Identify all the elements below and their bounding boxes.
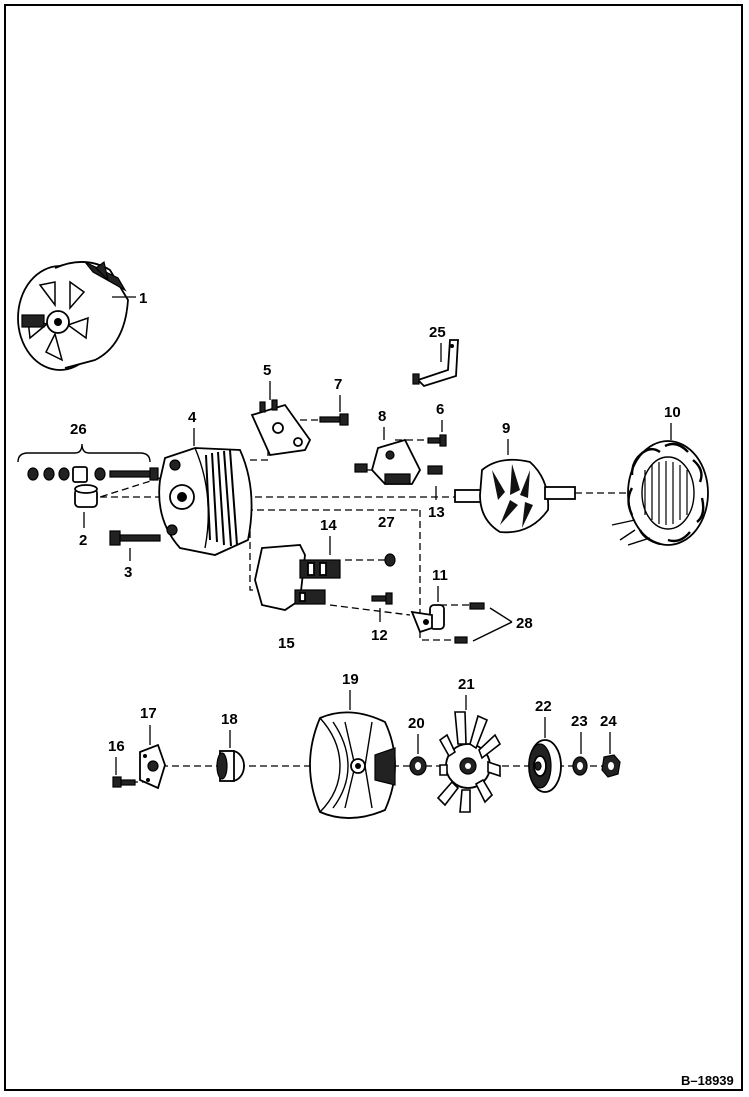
callout-15: 15: [278, 635, 295, 652]
callout-27: 27: [378, 514, 395, 531]
part-4-end-frame: [158, 447, 253, 556]
callout-25: 25: [429, 324, 446, 341]
callout-7: 7: [334, 376, 342, 393]
callout-28: 28: [516, 615, 533, 632]
part-16-screw: [112, 776, 136, 788]
callout-13: 13: [428, 504, 445, 521]
part-12-screw: [371, 592, 393, 605]
callout-labels: 1 2 3 4 5 6 7 8 9 10 11 12 13 14 15 16 1…: [70, 290, 681, 755]
callout-1: 1: [139, 290, 147, 307]
part-1-alternator-assembly: [17, 260, 129, 371]
part-25-terminal-strap: [412, 339, 459, 388]
callout-18: 18: [221, 711, 238, 728]
part-22-pulley: [528, 739, 562, 793]
callout-16: 16: [108, 738, 125, 755]
part-26-hardware-set: [17, 443, 159, 483]
callout-4: 4: [188, 409, 197, 426]
part-2-bushing: [74, 484, 98, 508]
part-24-nut: [601, 754, 621, 778]
part-3-bolt: [109, 530, 161, 546]
part-20-spacer: [409, 756, 427, 776]
callout-10: 10: [664, 404, 681, 421]
part-17-retainer: [139, 743, 166, 790]
diagram-frame: [4, 4, 743, 1091]
part-8-brush-holder: [354, 438, 443, 485]
callout-19: 19: [342, 671, 359, 688]
part-18-bearing: [216, 750, 245, 782]
callout-6: 6: [436, 401, 444, 418]
callout-14: 14: [320, 517, 337, 534]
callout-2: 2: [79, 532, 87, 549]
callout-12: 12: [371, 627, 388, 644]
callout-20: 20: [408, 715, 425, 732]
callout-5: 5: [263, 362, 271, 379]
part-27-nut: [384, 553, 396, 567]
part-28-screws: [454, 602, 513, 644]
callout-9: 9: [502, 420, 510, 437]
part-19-drive-end-frame: [309, 711, 396, 819]
part-21-fan: [436, 711, 502, 813]
part-11-diode-trio: [410, 604, 445, 634]
part-23-washer: [572, 756, 588, 776]
part-5-regulator: [250, 399, 312, 456]
callout-24: 24: [600, 713, 617, 730]
callout-17: 17: [140, 705, 157, 722]
part-9-rotor: [454, 458, 576, 534]
callout-8: 8: [378, 408, 386, 425]
callout-23: 23: [571, 713, 588, 730]
part-7-screw: [319, 413, 349, 426]
callout-21: 21: [458, 676, 475, 693]
leader-lines: [83, 296, 672, 775]
callout-26: 26: [70, 421, 87, 438]
part-10-stator: [611, 440, 709, 546]
part-14-rectifier: [254, 544, 341, 611]
figure-reference: B–18939: [681, 1073, 734, 1088]
callout-11: 11: [432, 567, 448, 584]
callout-3: 3: [124, 564, 132, 581]
part-6-screw: [427, 434, 447, 447]
callout-22: 22: [535, 698, 552, 715]
